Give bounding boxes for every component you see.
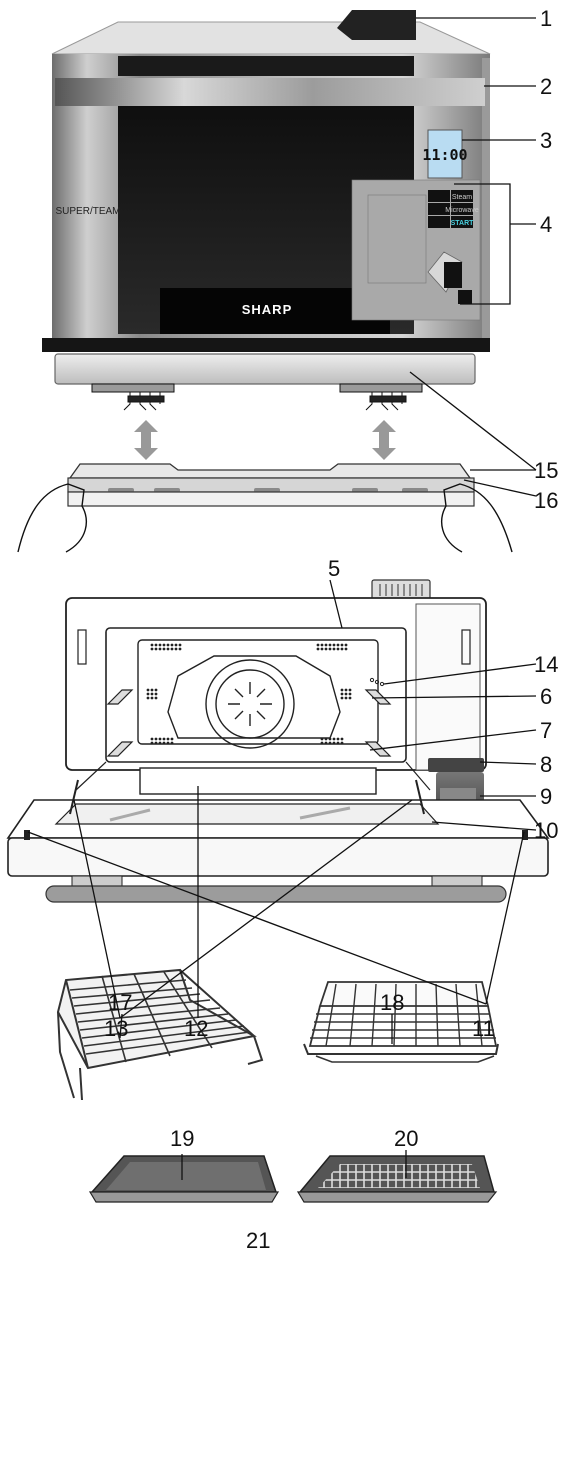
callout-1: 1 [540, 6, 552, 31]
callout-2: 2 [540, 74, 552, 99]
callout-18: 18 [380, 990, 404, 1015]
callout-7: 7 [540, 718, 552, 743]
hands [17, 483, 513, 553]
key-steam: Steam [452, 194, 472, 201]
door-window-lower [160, 288, 390, 334]
bottom-band [42, 338, 490, 352]
control-keys: Steam Microwave START [428, 190, 479, 228]
callout-3: 3 [540, 128, 552, 153]
shelf-supports [106, 689, 392, 757]
right-side-edge [482, 58, 490, 350]
callout-21: 21 [246, 1228, 270, 1253]
oven-top-surface [51, 21, 491, 55]
leader-lines [27, 17, 537, 1180]
removed-drip-tray [67, 463, 475, 507]
callout-15: 15 [534, 458, 558, 483]
callout-14: 14 [534, 652, 558, 677]
floor-heater-cover [139, 767, 377, 795]
accessory-pan-20 [296, 1155, 498, 1203]
callout-19: 19 [170, 1126, 194, 1151]
drip-tray-inserted [54, 353, 476, 385]
door-handle [45, 885, 507, 903]
door-hinge-left [69, 779, 79, 815]
brand-logo: SHARP [242, 302, 293, 317]
key-start: START [451, 220, 475, 227]
control-panel-inner [367, 194, 427, 284]
cavity-floor [75, 761, 431, 791]
display-clock: 11:00 [422, 146, 467, 164]
oven-right-column [415, 603, 481, 771]
callout-11: 11 [472, 1016, 495, 1041]
vent-holes [146, 643, 352, 745]
callout-16: 16 [534, 488, 558, 513]
door-glass [54, 803, 440, 825]
callout-6: 6 [540, 684, 552, 709]
accessory-rack-18 [303, 981, 499, 1063]
callout-4: 4 [540, 212, 552, 237]
top-trim-bar [55, 78, 485, 106]
callout-9: 9 [540, 784, 552, 809]
light-holes [369, 677, 385, 687]
dial-control [427, 251, 472, 304]
insert-arrows [134, 420, 396, 460]
oven-front-view: SHARP SUPER/TEAM 11:00 Steam Microwave S… [17, 10, 513, 553]
callout-17: 17 [108, 990, 132, 1015]
callout-13: 13 [104, 1016, 128, 1041]
upper-dark-strip [118, 56, 414, 76]
callout-labels: 1 2 3 4 5 6 7 8 9 10 11 12 13 14 15 16 1… [104, 6, 558, 1253]
fan-cover [167, 655, 341, 749]
accessory-rack-17 [56, 968, 264, 1101]
open-door [6, 779, 550, 903]
left-latch [77, 629, 87, 665]
door-hinge-right [415, 779, 425, 815]
callout-5: 5 [328, 556, 340, 581]
accessory-pan-19 [88, 1155, 280, 1203]
oven-top-vent [371, 579, 431, 601]
right-latch [461, 629, 471, 665]
callout-10: 10 [534, 818, 558, 843]
callout-8: 8 [540, 752, 552, 777]
oven-open-view [6, 579, 550, 903]
side-mark: SUPER/TEAM [55, 206, 120, 217]
key-microwave: Microwave [445, 207, 479, 214]
oven-feet [91, 383, 423, 411]
callout-12: 12 [184, 1016, 208, 1041]
top-vent [337, 10, 416, 40]
callout-20: 20 [394, 1126, 418, 1151]
display-window [427, 129, 463, 179]
